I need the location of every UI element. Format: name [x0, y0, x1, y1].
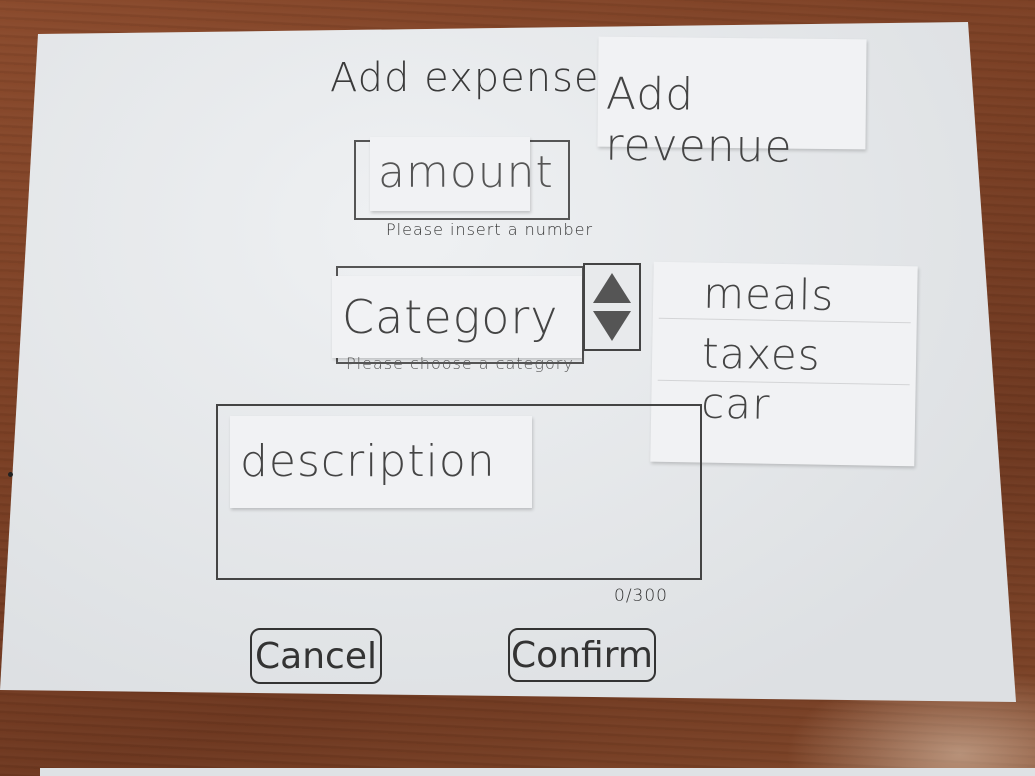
- pencil-dot: [8, 472, 13, 477]
- arrow-up-icon[interactable]: [593, 273, 631, 303]
- category-stepper[interactable]: [583, 263, 641, 351]
- description-placeholder-card: description: [230, 416, 532, 508]
- category-placeholder: Category: [342, 290, 559, 344]
- amount-placeholder-card: amount: [370, 137, 553, 211]
- amount-placeholder: amount: [378, 147, 554, 198]
- page-title: Add expense: [330, 55, 600, 101]
- arrow-down-icon[interactable]: [593, 311, 631, 341]
- category-hint: Please choose a category: [346, 354, 574, 373]
- cancel-button[interactable]: Cancel: [250, 628, 382, 684]
- dropdown-option-taxes[interactable]: taxes: [701, 328, 822, 380]
- character-counter: 0/300: [614, 586, 668, 606]
- add-revenue-label: Add revenue: [605, 68, 793, 173]
- paper-edge: [40, 768, 1035, 776]
- dropdown-option-meals[interactable]: meals: [702, 268, 835, 320]
- dropdown-option-car[interactable]: car: [700, 378, 771, 429]
- description-placeholder: description: [240, 436, 496, 487]
- add-revenue-tab[interactable]: Add revenue: [597, 36, 867, 173]
- amount-hint: Please insert a number: [386, 220, 594, 239]
- description-textarea[interactable]: [216, 404, 702, 580]
- confirm-button[interactable]: Confirm: [508, 628, 656, 682]
- category-placeholder-card: Category: [332, 276, 582, 358]
